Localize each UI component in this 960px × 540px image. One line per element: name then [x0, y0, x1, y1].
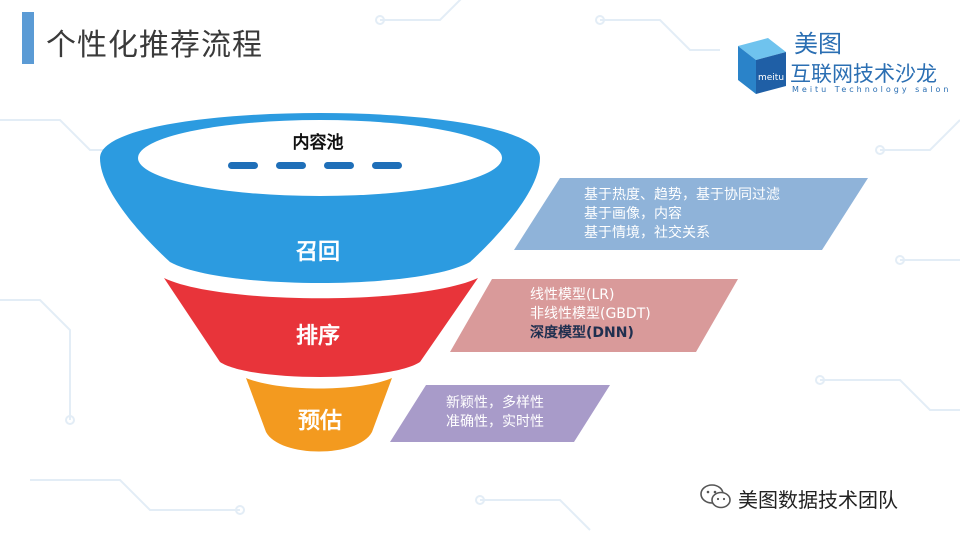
- stage-label-ranking: 排序: [295, 324, 341, 349]
- predict-detail-text: 新颖性，多样性 准确性，实时性: [446, 394, 544, 432]
- content-pool-ellipse: [138, 120, 502, 196]
- recall-detail-text: 基于热度、趋势，基于协同过滤 基于画像，内容 基于情境，社交关系: [584, 186, 780, 243]
- predict-detail-box: [390, 385, 610, 442]
- detail-line: 基于情境，社交关系: [584, 225, 710, 241]
- pool-dashes: [228, 162, 402, 169]
- stage-label-predict: 预估: [297, 409, 343, 434]
- logo-english: Meitu Technology salon: [792, 85, 952, 94]
- content-pool-label: 内容池: [292, 133, 344, 153]
- detail-line: 基于画像，内容: [584, 206, 682, 222]
- ranking-detail-box: [450, 279, 738, 352]
- detail-line: 线性模型(LR): [530, 287, 615, 303]
- wechat-icon: [700, 483, 732, 515]
- detail-line: 基于热度、趋势，基于协同过滤: [584, 187, 780, 203]
- detail-line-highlight: 深度模型(DNN): [530, 325, 634, 341]
- funnel-stage-ranking: [164, 278, 478, 377]
- logo-badge-text: meitu: [758, 73, 784, 83]
- ranking-detail-text: 线性模型(LR) 非线性模型(GBDT) 深度模型(DNN): [530, 286, 651, 343]
- detail-line: 非线性模型(GBDT): [530, 306, 651, 322]
- meitu-cube-logo: meitu: [728, 36, 788, 100]
- stage-label-recall: 召回: [295, 240, 341, 265]
- detail-line: 准确性，实时性: [446, 414, 544, 430]
- title-accent-bar: [22, 12, 34, 64]
- recall-detail-box: [514, 178, 868, 250]
- funnel-stage-predict: [246, 378, 392, 452]
- logo-title: 美图: [794, 30, 842, 58]
- detail-line: 新颖性，多样性: [446, 395, 544, 411]
- logo-subtitle: 互联网技术沙龙: [790, 62, 937, 86]
- page-title: 个性化推荐流程: [46, 28, 263, 63]
- footer-team-name: 美图数据技术团队: [738, 488, 898, 512]
